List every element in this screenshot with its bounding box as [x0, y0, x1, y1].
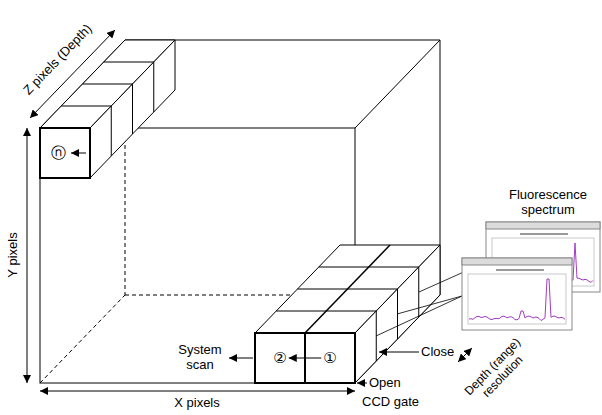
callout-number: ⓝ [51, 145, 66, 162]
text-label: Depth (range) resolution [459, 332, 537, 412]
text-label: Open [369, 376, 401, 391]
callout-number: ② [273, 350, 286, 367]
voxel-box: ② [271, 349, 288, 368]
voxel-columns-1-2 [255, 245, 440, 383]
scan-arrow [289, 358, 322, 359]
voxel-box: ⓝ [49, 144, 68, 163]
text-label: X pixels [174, 396, 220, 411]
voxel-box: ① [321, 349, 338, 368]
dimension-arrows [27, 30, 472, 391]
spectrum-trace [469, 279, 565, 321]
text-label: Fluorescence spectrum [501, 188, 596, 218]
text-label: Y pixels [6, 232, 21, 277]
cube-edges [40, 40, 440, 383]
spectrum-window [462, 258, 572, 330]
text-label: CCD gate [362, 395, 419, 410]
hidden-edges [40, 40, 440, 383]
text-label: Close [421, 345, 454, 360]
callout-number: ① [323, 350, 336, 367]
text-label: System scan [174, 343, 226, 373]
